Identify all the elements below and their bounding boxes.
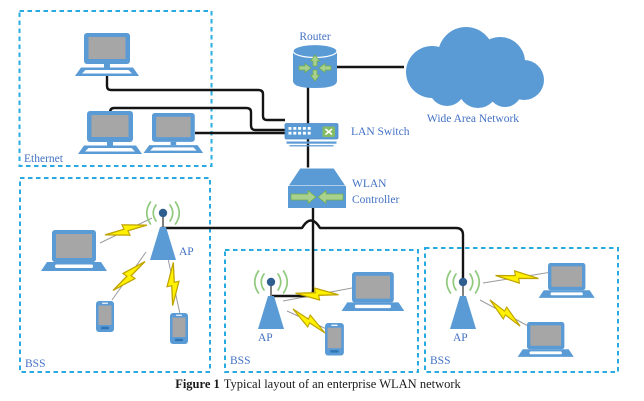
laptop-icon <box>517 322 574 357</box>
router-label: Router <box>299 31 330 43</box>
access-point-middle-icon <box>253 270 289 330</box>
desktop-computer-icon <box>75 33 139 76</box>
wlan-controller-label-line2: Controller <box>352 194 399 206</box>
desktop1-to-switch-cable <box>105 76 285 122</box>
ap-left-label: AP <box>179 246 194 258</box>
desktop2-to-switch-cable <box>108 106 285 132</box>
controller-to-middle-ap-cable <box>272 207 315 298</box>
smartphone-icon <box>170 313 188 344</box>
wan-label: Wide Area Network <box>427 113 519 125</box>
access-point-left-icon <box>145 201 181 261</box>
network-cables <box>105 65 465 298</box>
ap-middle-label: AP <box>258 332 273 344</box>
ethernet-zone-box <box>18 10 213 167</box>
bss-right-label: BSS <box>430 355 450 367</box>
desktop-computer-icon <box>78 111 142 154</box>
laptop-icon <box>41 230 107 271</box>
ethernet-label: Ethernet <box>24 153 64 165</box>
wlan-controller-icon <box>287 167 347 208</box>
wlan-controller-label-line1: WLAN <box>352 178 387 190</box>
access-point-right-icon <box>445 270 481 330</box>
bss-left-label: BSS <box>25 358 45 370</box>
caption: Figure 1 Typical layout of an enterprise … <box>175 377 461 391</box>
bss-right-zone-box <box>424 247 619 373</box>
desktop-computer-icon <box>143 113 204 153</box>
left-ap-to-right-ap-cable <box>161 219 465 281</box>
laptop-icon <box>538 263 595 298</box>
lan-switch-label: LAN Switch <box>351 126 410 138</box>
smartphone-icon <box>325 323 344 356</box>
smartphone-icon <box>96 301 114 332</box>
ap-right-label: AP <box>453 332 468 344</box>
laptop-icon <box>341 272 405 311</box>
caption-text: Typical layout of an enterprise WLAN net… <box>224 377 462 391</box>
router-icon <box>292 43 338 88</box>
bss-middle-label: BSS <box>230 355 250 367</box>
lan-switch-icon <box>284 123 339 147</box>
caption-figure-number: Figure 1 <box>175 377 220 391</box>
wireless-bolt-icons <box>103 214 540 336</box>
wan-cloud-icon <box>406 27 544 108</box>
bss-middle-zone-box <box>224 249 419 373</box>
